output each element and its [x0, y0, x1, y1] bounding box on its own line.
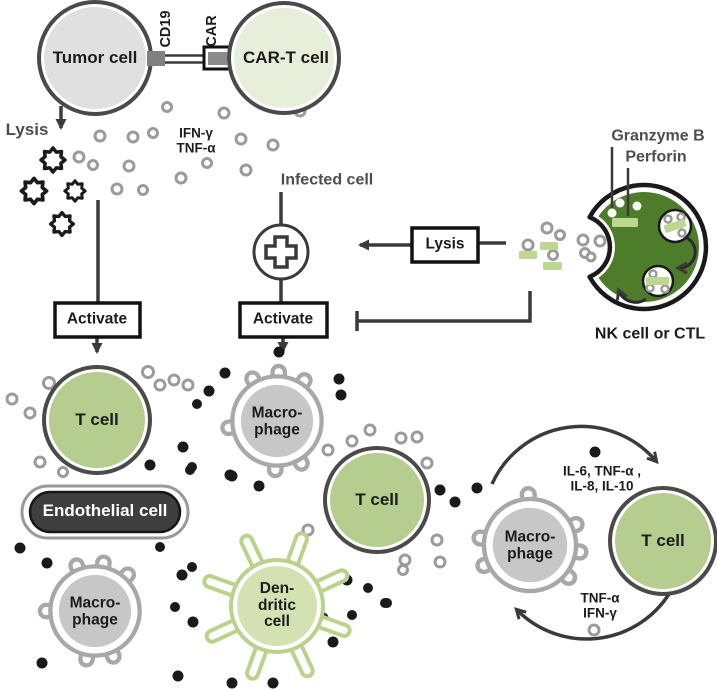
t-cell-3-shape — [608, 486, 717, 596]
macrophage-1-line1: Macro- — [251, 404, 303, 422]
nk-vesicle-1 — [657, 208, 693, 244]
t-cell-1-label: T cell — [75, 409, 119, 429]
macrophage-3-label: Macro- phage — [504, 528, 556, 562]
nk-cell-caption: NK cell or CTL — [594, 325, 706, 343]
t-cell-1-shape — [42, 365, 152, 475]
top-cytokines-label: IFN-γ TNF-α — [176, 126, 215, 155]
cycle-bottom-line2: IFN-γ — [583, 605, 617, 620]
cycle-bottom-cytokines-label: TNF-α IFN-γ — [580, 591, 619, 620]
t-cell-2-label: T cell — [355, 489, 399, 509]
dendritic-line2: dritic — [258, 596, 296, 614]
macrophage-3-line2: phage — [507, 545, 553, 562]
tumor-cell-label: Tumor cell — [52, 47, 138, 67]
nk-inner-arrow-1 — [679, 236, 697, 268]
nk-inner-arrow-2 — [619, 291, 647, 304]
activate-middle-box — [238, 301, 329, 339]
macrophage-3-line1: Macro- — [504, 528, 556, 546]
dendritic-line1: Den- — [259, 579, 295, 597]
tnf-alpha-label: TNF-α — [176, 140, 216, 155]
macrophage-1-label: Macro- phage — [251, 404, 303, 438]
cycle-bottom-line1: TNF-α — [580, 590, 620, 606]
nk-granule-dots — [607, 198, 642, 218]
macrophage-2-label: Macro- phage — [69, 594, 121, 628]
cycle-top-line2: IL-8, IL-10 — [570, 478, 634, 493]
perforin-bar-inside — [612, 218, 638, 227]
t-cell-3-label: T cell — [641, 530, 685, 550]
nk-vesicle-2 — [641, 264, 675, 298]
cytokine-dots-solid — [14, 346, 601, 689]
activate-middle-label: Activate — [252, 310, 314, 328]
cycle-top-arrow — [490, 424, 656, 485]
cycle-top-cytokines-label: IL-6, TNF-α , IL-8, IL-10 — [563, 464, 641, 493]
macrophage-2-line2: phage — [72, 611, 118, 628]
released-perforin-bars — [519, 242, 562, 270]
car-t-cell-label: CAR-T cell — [243, 47, 329, 67]
tumor-cell-shape — [37, 0, 153, 116]
lysis-box — [410, 226, 480, 264]
lysis-left-label: Lysis — [5, 119, 49, 139]
activate-left-box — [53, 301, 142, 339]
inhibition-line — [357, 291, 532, 323]
activate-left-label: Activate — [66, 310, 128, 328]
macrophage-2-line1: Macro- — [69, 594, 121, 612]
t-cell-2-shape — [323, 446, 431, 554]
infected-cell-cross-icon — [252, 223, 310, 281]
cycle-bottom-arrow — [517, 593, 671, 641]
granzyme-b-label: Granzyme B — [611, 127, 705, 145]
ifn-gamma-label: IFN-γ — [179, 125, 213, 141]
infected-cell-label: Infected cell — [280, 171, 374, 189]
cd19-label: CD19 — [158, 10, 175, 48]
cytokine-dots-open — [5, 101, 607, 637]
dendritic-cell-label: Den- dritic cell — [258, 579, 296, 631]
dendritic-line3: cell — [264, 613, 290, 631]
endothelial-cell-shape — [20, 484, 190, 540]
cd19-antigen-shape — [147, 51, 165, 66]
nk-cell-shape — [587, 147, 709, 312]
lysis-box-label: Lysis — [425, 235, 465, 253]
macrophage-1-line2: phage — [254, 421, 300, 438]
endothelial-cell-label: Endothelial cell — [42, 500, 168, 520]
cycle-top-line1: IL-6, TNF-α , — [562, 463, 642, 479]
cd19-car-connector — [147, 45, 237, 71]
arrows-and-lines — [55, 106, 671, 641]
car-t-cell-shape — [227, 1, 341, 115]
car-label: CAR — [204, 15, 221, 47]
perforin-label: Perforin — [625, 148, 687, 166]
